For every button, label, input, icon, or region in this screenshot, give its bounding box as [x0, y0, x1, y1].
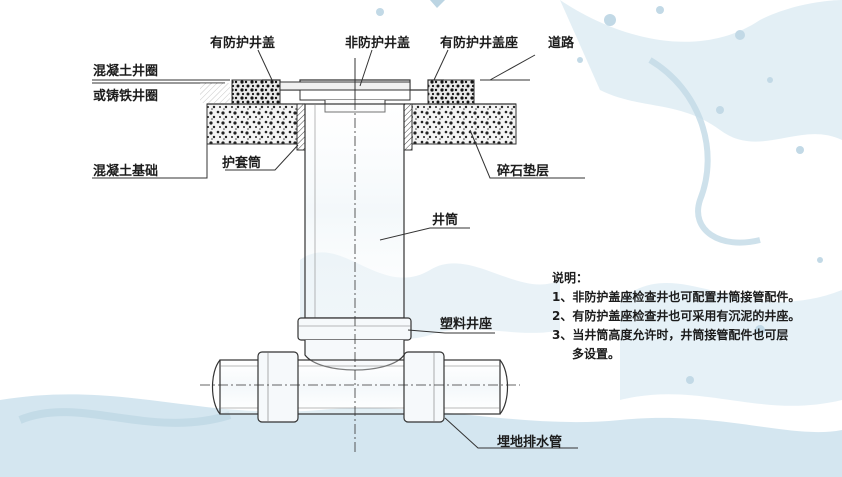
notes-title: 说明：: [552, 270, 588, 285]
label-cast-iron-ring: 或铸铁井圈: [93, 88, 158, 104]
label-concrete-foundation: 混凝土基础: [93, 163, 158, 179]
label-gravel-cushion: 碎石垫层: [497, 163, 549, 179]
label-buried-drain-pipe: 埋地排水管: [497, 434, 562, 450]
label-plastic-well-seat: 塑料井座: [440, 316, 492, 332]
notes-item-3: 3、当井筒高度允许时，井筒接管配件也可层: [552, 327, 788, 342]
label-protective-sleeve: 护套筒: [222, 155, 261, 171]
label-unprotected-cover: 非防护井盖: [345, 35, 410, 51]
center-lines: [200, 100, 520, 455]
notes-item-1: 1、非防护盖座检查井也可配置井筒接管配件。: [552, 289, 800, 304]
road-base: [200, 83, 230, 103]
concrete-foundation: [206, 103, 517, 145]
labels: 有防护井盖 非防护井盖 有防护井盖座 道路 混凝土井圈 或铸铁井圈 混凝土基础 …: [93, 35, 575, 450]
notes-item-2: 2、有防护盖座检查井也可采用有沉泥的井座。: [552, 308, 800, 323]
notes-item-4: 多设置。: [572, 346, 620, 361]
concrete-ring-right: [427, 79, 475, 105]
label-protected-cover-seat: 有防护井盖座: [440, 35, 518, 51]
notes: 说明： 1、非防护盖座检查井也可配置井筒接管配件。 2、有防护盖座检查井也可采用…: [552, 270, 800, 361]
concrete-ring-left: [231, 79, 281, 105]
drain-pipe: [211, 351, 509, 423]
label-concrete-ring: 混凝土井圈: [93, 63, 158, 79]
label-protected-cover: 有防护井盖: [210, 35, 275, 51]
leader-lines: [92, 49, 585, 449]
well-shaft: [304, 103, 405, 319]
label-road: 道路: [548, 35, 575, 51]
label-well-shaft: 井筒: [432, 212, 458, 228]
